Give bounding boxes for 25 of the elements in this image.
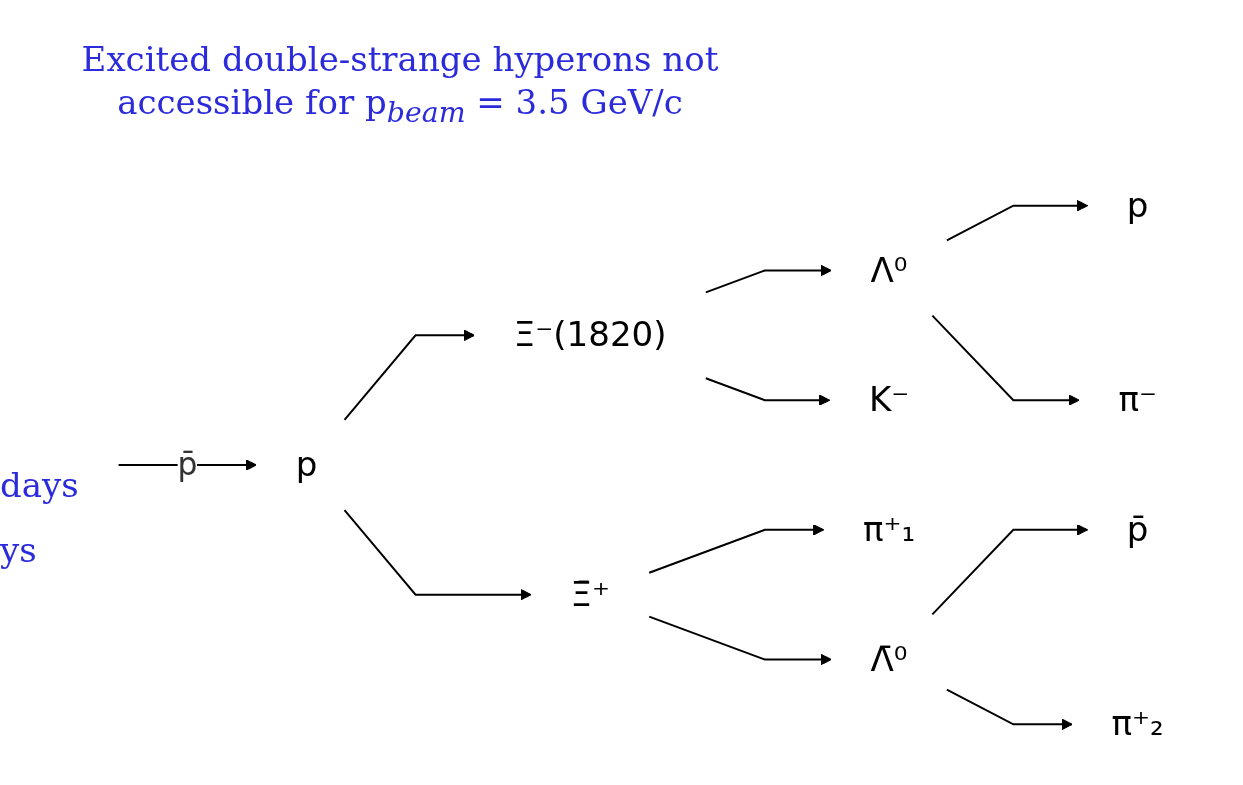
arrow (343, 329, 475, 421)
particle-label: p (1126, 185, 1149, 225)
arrow (343, 509, 532, 601)
arrow (931, 314, 1080, 406)
particle-label: p̄ (1126, 509, 1149, 549)
particle-label: Λ̄⁰ (870, 639, 908, 679)
arrow (931, 524, 1089, 616)
arrow (648, 615, 832, 666)
particle-label: π⁻ (1118, 379, 1157, 420)
edge-label: p̄ (177, 446, 198, 484)
annotation-text: Excited double-strange hyperons not accessible for p$_{beam}$ = 3.5 GeV/c (80, 38, 720, 130)
arrow (704, 377, 831, 406)
arrow (945, 688, 1073, 731)
text-fragment: ys (0, 530, 37, 570)
arrow (945, 199, 1089, 242)
text-fragment: days (0, 465, 79, 505)
particle-label: Λ⁰ (870, 250, 908, 290)
arrow (648, 524, 825, 574)
particle-label: π⁺₂ (1111, 704, 1164, 744)
arrow (704, 264, 832, 294)
particle-label: π⁺₁ (863, 509, 916, 549)
particle-label: Ξ̄⁺ (570, 574, 610, 614)
particle-label: p (295, 444, 318, 484)
particle-label: Ξ⁻(1820) (513, 315, 667, 355)
particle-label: K⁻ (868, 379, 910, 420)
